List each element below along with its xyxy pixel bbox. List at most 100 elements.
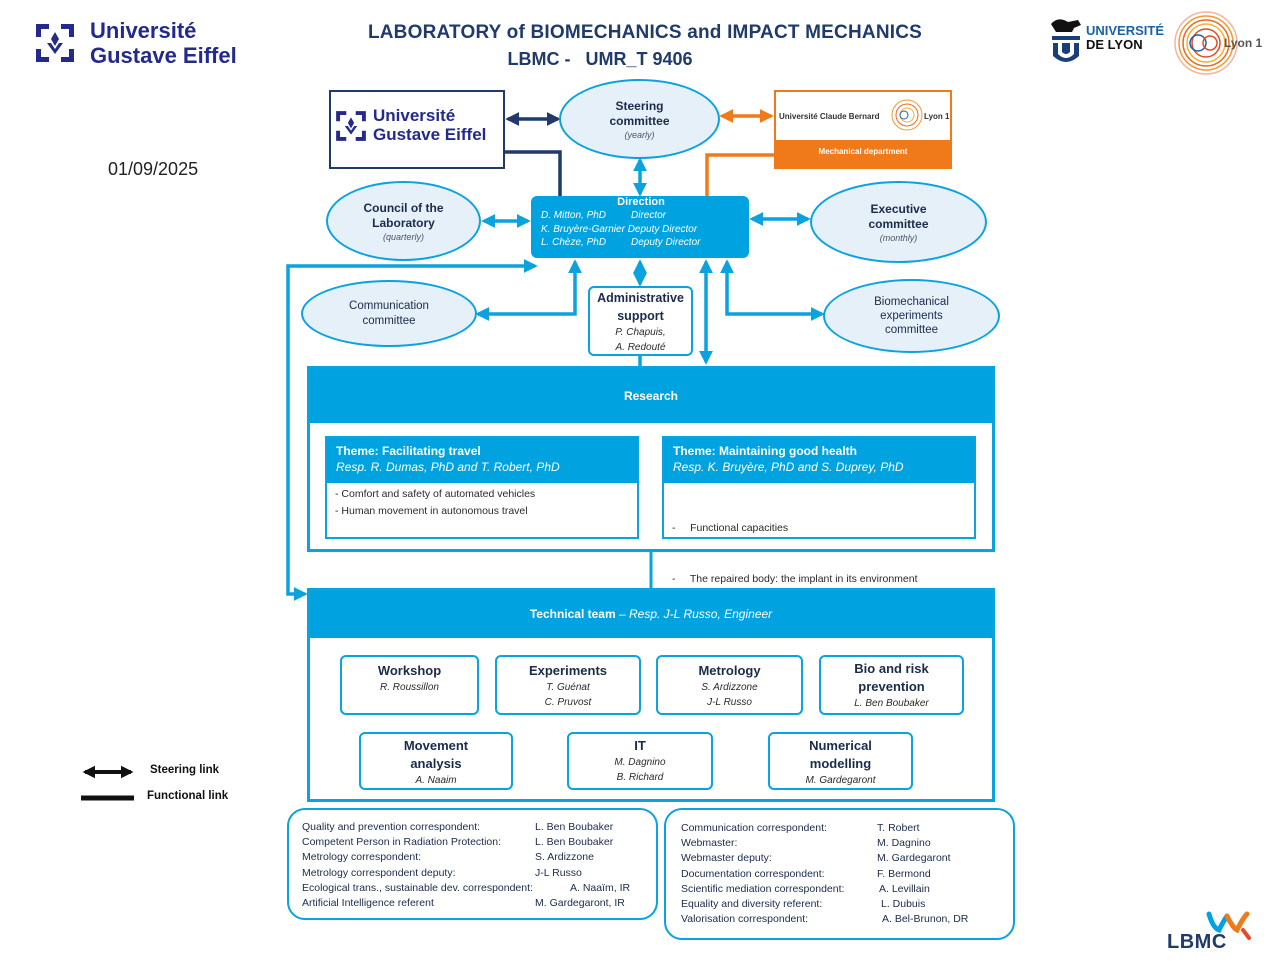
correspondents-left-box: Quality and prevention correspondent:L. … xyxy=(287,808,658,920)
theme-title: Theme: Maintaining good health xyxy=(673,444,857,458)
team-person: M. Dagnino xyxy=(614,757,666,768)
direction-member-role: Deputy Director xyxy=(627,223,698,235)
ucbl-name: Université Claude Bernard xyxy=(779,112,880,121)
theme-title: Theme: Facilitating travel xyxy=(336,444,481,458)
team-it: IT M. Dagnino B. Richard xyxy=(567,732,713,790)
biomech-title-line3: committee xyxy=(884,324,939,336)
gustave-eiffel-logo: Université Gustave Eiffel xyxy=(32,14,262,74)
ucbl-lyon1: Lyon 1 xyxy=(924,112,950,121)
direction-member-role: Director xyxy=(631,210,667,221)
team-title: Movement xyxy=(403,738,469,753)
correspondent-name: M. Gardegaront, IR xyxy=(535,896,625,909)
link-direction-technical xyxy=(286,259,538,601)
theme-facilitating-travel: Theme: Facilitating travel Resp. R. Duma… xyxy=(325,436,639,539)
correspondent-role: Equality and diversity referent: xyxy=(681,897,823,910)
communication-title-line1: Communication xyxy=(349,299,429,312)
correspondent-row: Metrology correspondent:S. Ardizzone xyxy=(302,850,656,865)
legend: Steering link Functional link xyxy=(80,760,280,810)
legend-steering-label: Steering link xyxy=(150,764,220,776)
correspondent-role: Webmaster deputy: xyxy=(681,852,772,865)
udl-name: UNIVERSITÉ DE LYON xyxy=(1086,24,1164,52)
correspondent-row: Scientific mediation correspondent: A. Le… xyxy=(681,882,1013,897)
theme-header: Theme: Facilitating travel Resp. R. Duma… xyxy=(327,438,637,483)
team-person: C. Pruvost xyxy=(544,697,592,708)
correspondent-role: Valorisation correspondent: xyxy=(681,913,809,926)
link-ge-direction xyxy=(505,150,562,196)
executive-frequency: (monthly) xyxy=(879,232,918,243)
theme-items: - Functional capacities - The repaired b… xyxy=(664,483,974,625)
correspondent-name: L. Dubuis xyxy=(881,897,926,910)
steering-frequency: (yearly) xyxy=(624,129,655,140)
document-date: 01/09/2025 xyxy=(108,159,199,179)
administrative-support-box: Administrative support P. Chapuis, A. Re… xyxy=(588,286,693,356)
universite-de-lyon-logo: UNIVERSITÉ DE LYON xyxy=(1046,12,1170,68)
council-frequency: (quarterly) xyxy=(382,231,424,242)
correspondent-role: Webmaster: xyxy=(681,837,738,850)
admin-title-line2: support xyxy=(617,309,664,323)
correspondent-role: Metrology correspondent: xyxy=(302,851,422,864)
ucbl-logo-area: Université Claude Bernard Lyon 1 xyxy=(776,92,950,140)
ge-box-name-line1: Université xyxy=(373,106,456,125)
team-title: prevention xyxy=(858,679,925,694)
team-person: B. Richard xyxy=(616,772,664,783)
correspondent-name: L. Ben Boubaker xyxy=(535,836,614,849)
correspondent-name: A. Bel-Brunon, DR xyxy=(882,913,969,926)
correspondent-name: M. Gardegaront xyxy=(877,852,951,865)
ge-box-name: Université Gustave Eiffel xyxy=(373,106,486,144)
team-metrology: Metrology S. Ardizzone J-L Russo xyxy=(656,655,803,715)
council-title-line2: Laboratory xyxy=(372,215,435,230)
executive-title-line1: Executive xyxy=(870,201,927,216)
steering-committee: Steering committee (yearly) xyxy=(559,79,720,159)
theme-item: - Human movement in autonomous travel xyxy=(335,505,528,517)
correspondent-role: Scientific mediation correspondent: xyxy=(681,882,845,895)
correspondent-name: T. Robert xyxy=(877,822,920,834)
technical-team-title: Technical team xyxy=(529,607,616,621)
biomechanical-experiments-committee: Biomechanical experiments committee xyxy=(823,279,1000,353)
lyon1-logo: Lyon 1 xyxy=(1172,8,1280,78)
direction-member-name: K. Bruyère-Garnier xyxy=(541,223,625,235)
council-committee: Council of the Laboratory (quarterly) xyxy=(326,181,481,261)
correspondent-name: F. Bermond xyxy=(877,867,931,880)
team-person: S. Ardizzone xyxy=(701,682,758,693)
communication-committee: Communication committee xyxy=(301,280,477,347)
correspondent-role: Ecological trans., sustainable dev. corr… xyxy=(302,881,533,894)
gustave-eiffel-name: Université Gustave Eiffel xyxy=(90,18,237,68)
correspondent-name: A. Naaïm, IR xyxy=(570,881,631,894)
theme-maintaining-good-health: Theme: Maintaining good health Resp. K. … xyxy=(662,436,976,585)
lyon1-label: Lyon 1 xyxy=(1224,36,1263,50)
team-title: Metrology xyxy=(698,663,761,678)
ucbl-department: Mechanical department xyxy=(776,140,950,167)
theme-header: Theme: Maintaining good health Resp. K. … xyxy=(664,438,974,483)
link-communication-direction xyxy=(475,259,582,321)
gustave-eiffel-name-line1: Université xyxy=(90,18,197,43)
correspondent-row: Documentation correspondent:F. Bermond xyxy=(681,867,1013,882)
gustave-eiffel-emblem-icon xyxy=(336,111,366,141)
team-title: Experiments xyxy=(528,663,608,678)
correspondent-role: Artificial Intelligence referent xyxy=(302,896,434,909)
correspondents-right-box: Communication correspondent:T. Robert We… xyxy=(664,808,1015,940)
correspondent-name: A. Levillain xyxy=(879,882,930,895)
correspondent-row: Valorisation correspondent: A. Bel-Brunon… xyxy=(681,912,1013,927)
team-person: A. Naaim xyxy=(415,775,457,786)
executive-committee: Executive committee (monthly) xyxy=(810,181,987,263)
steering-title-line1: Steering xyxy=(615,98,664,113)
theme-item: - The repaired body: the implant in its … xyxy=(672,573,918,585)
correspondent-row: Artificial Intelligence referent M. Garde… xyxy=(302,896,656,911)
theme-items: - Comfort and safety of automated vehicl… xyxy=(327,483,637,523)
council-title-line1: Council of the xyxy=(363,200,444,215)
theme-resp: Resp. R. Dumas, PhD and T. Robert, PhD xyxy=(336,460,560,474)
page-subtitle: LBMC - UMR_T 9406 xyxy=(507,49,693,69)
ge-box-name-line2: Gustave Eiffel xyxy=(373,125,487,144)
admin-person: P. Chapuis, xyxy=(615,327,666,338)
theme-item: - Functional capacities xyxy=(672,522,789,534)
ucbl-partner-box: Université Claude Bernard Lyon 1 Mechani… xyxy=(774,90,952,169)
page-title: LABORATORY of BIOMECHANICS and IMPACT ME… xyxy=(367,22,923,43)
lbmc-logo: LBMC xyxy=(1165,908,1265,958)
theme-item: - Comfort and safety of automated vehicl… xyxy=(335,488,536,500)
team-movement-analysis: Movement analysis A. Naaim xyxy=(359,732,513,790)
correspondent-role: Metrology correspondent deputy: xyxy=(302,866,456,879)
udl-name-line2: DE LYON xyxy=(1086,37,1143,52)
